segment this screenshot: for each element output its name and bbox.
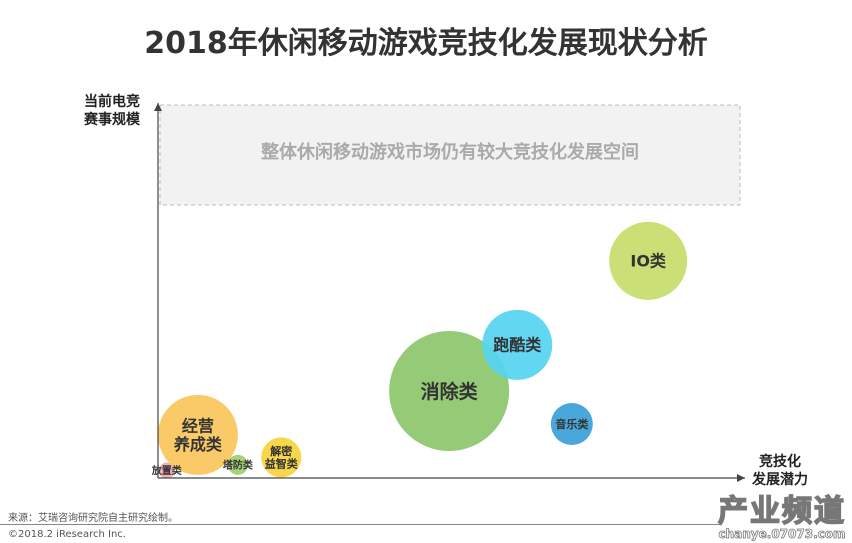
bubble-label: 塔防类	[223, 458, 253, 471]
watermark-logo: 产业频道 chanye.07073.com	[717, 494, 846, 541]
bubble-label: 音乐类	[555, 417, 589, 431]
bubble-label: 益智类	[265, 457, 299, 471]
bubble-label: 跑酷类	[493, 336, 542, 355]
copyright: ©2018.2 iResearch Inc.	[8, 529, 126, 540]
bubble	[261, 437, 302, 478]
bubble-label: 解密	[270, 444, 292, 458]
chart-title: 2018年休闲移动游戏竞技化发展现状分析	[144, 26, 708, 61]
y-axis-label: 当前电竞	[84, 93, 140, 110]
bubble-label: 经营	[182, 416, 214, 435]
bubble-label: 养成类	[173, 435, 223, 454]
y-axis-label: 赛事规模	[83, 111, 141, 128]
annotation-box	[159, 104, 741, 206]
x-axis-label: 发展潜力	[751, 471, 808, 488]
bubble	[482, 309, 553, 380]
bubble	[550, 403, 593, 445]
bubble-label: 放置类	[151, 464, 182, 477]
bubble	[389, 331, 510, 451]
bubble	[609, 221, 688, 300]
divider	[0, 524, 720, 525]
bubble-label: IO类	[630, 252, 667, 271]
x-axis-arrow	[737, 474, 745, 482]
x-axis-label: 竞技化	[759, 453, 801, 470]
y-axis-arrow	[154, 103, 162, 111]
annotation-text: 整体休闲移动游戏市场仍有较大竞技化发展空间	[260, 141, 639, 163]
bubble-label: 消除类	[421, 380, 478, 403]
bubble	[227, 454, 248, 475]
watermark-line2: chanye.07073.com	[718, 527, 846, 541]
watermark-line1: 产业频道	[717, 494, 846, 529]
bubble	[157, 394, 238, 475]
bubble	[158, 462, 175, 479]
source-note: 来源：艾瑞咨询研究院自主研究绘制。	[8, 513, 178, 524]
